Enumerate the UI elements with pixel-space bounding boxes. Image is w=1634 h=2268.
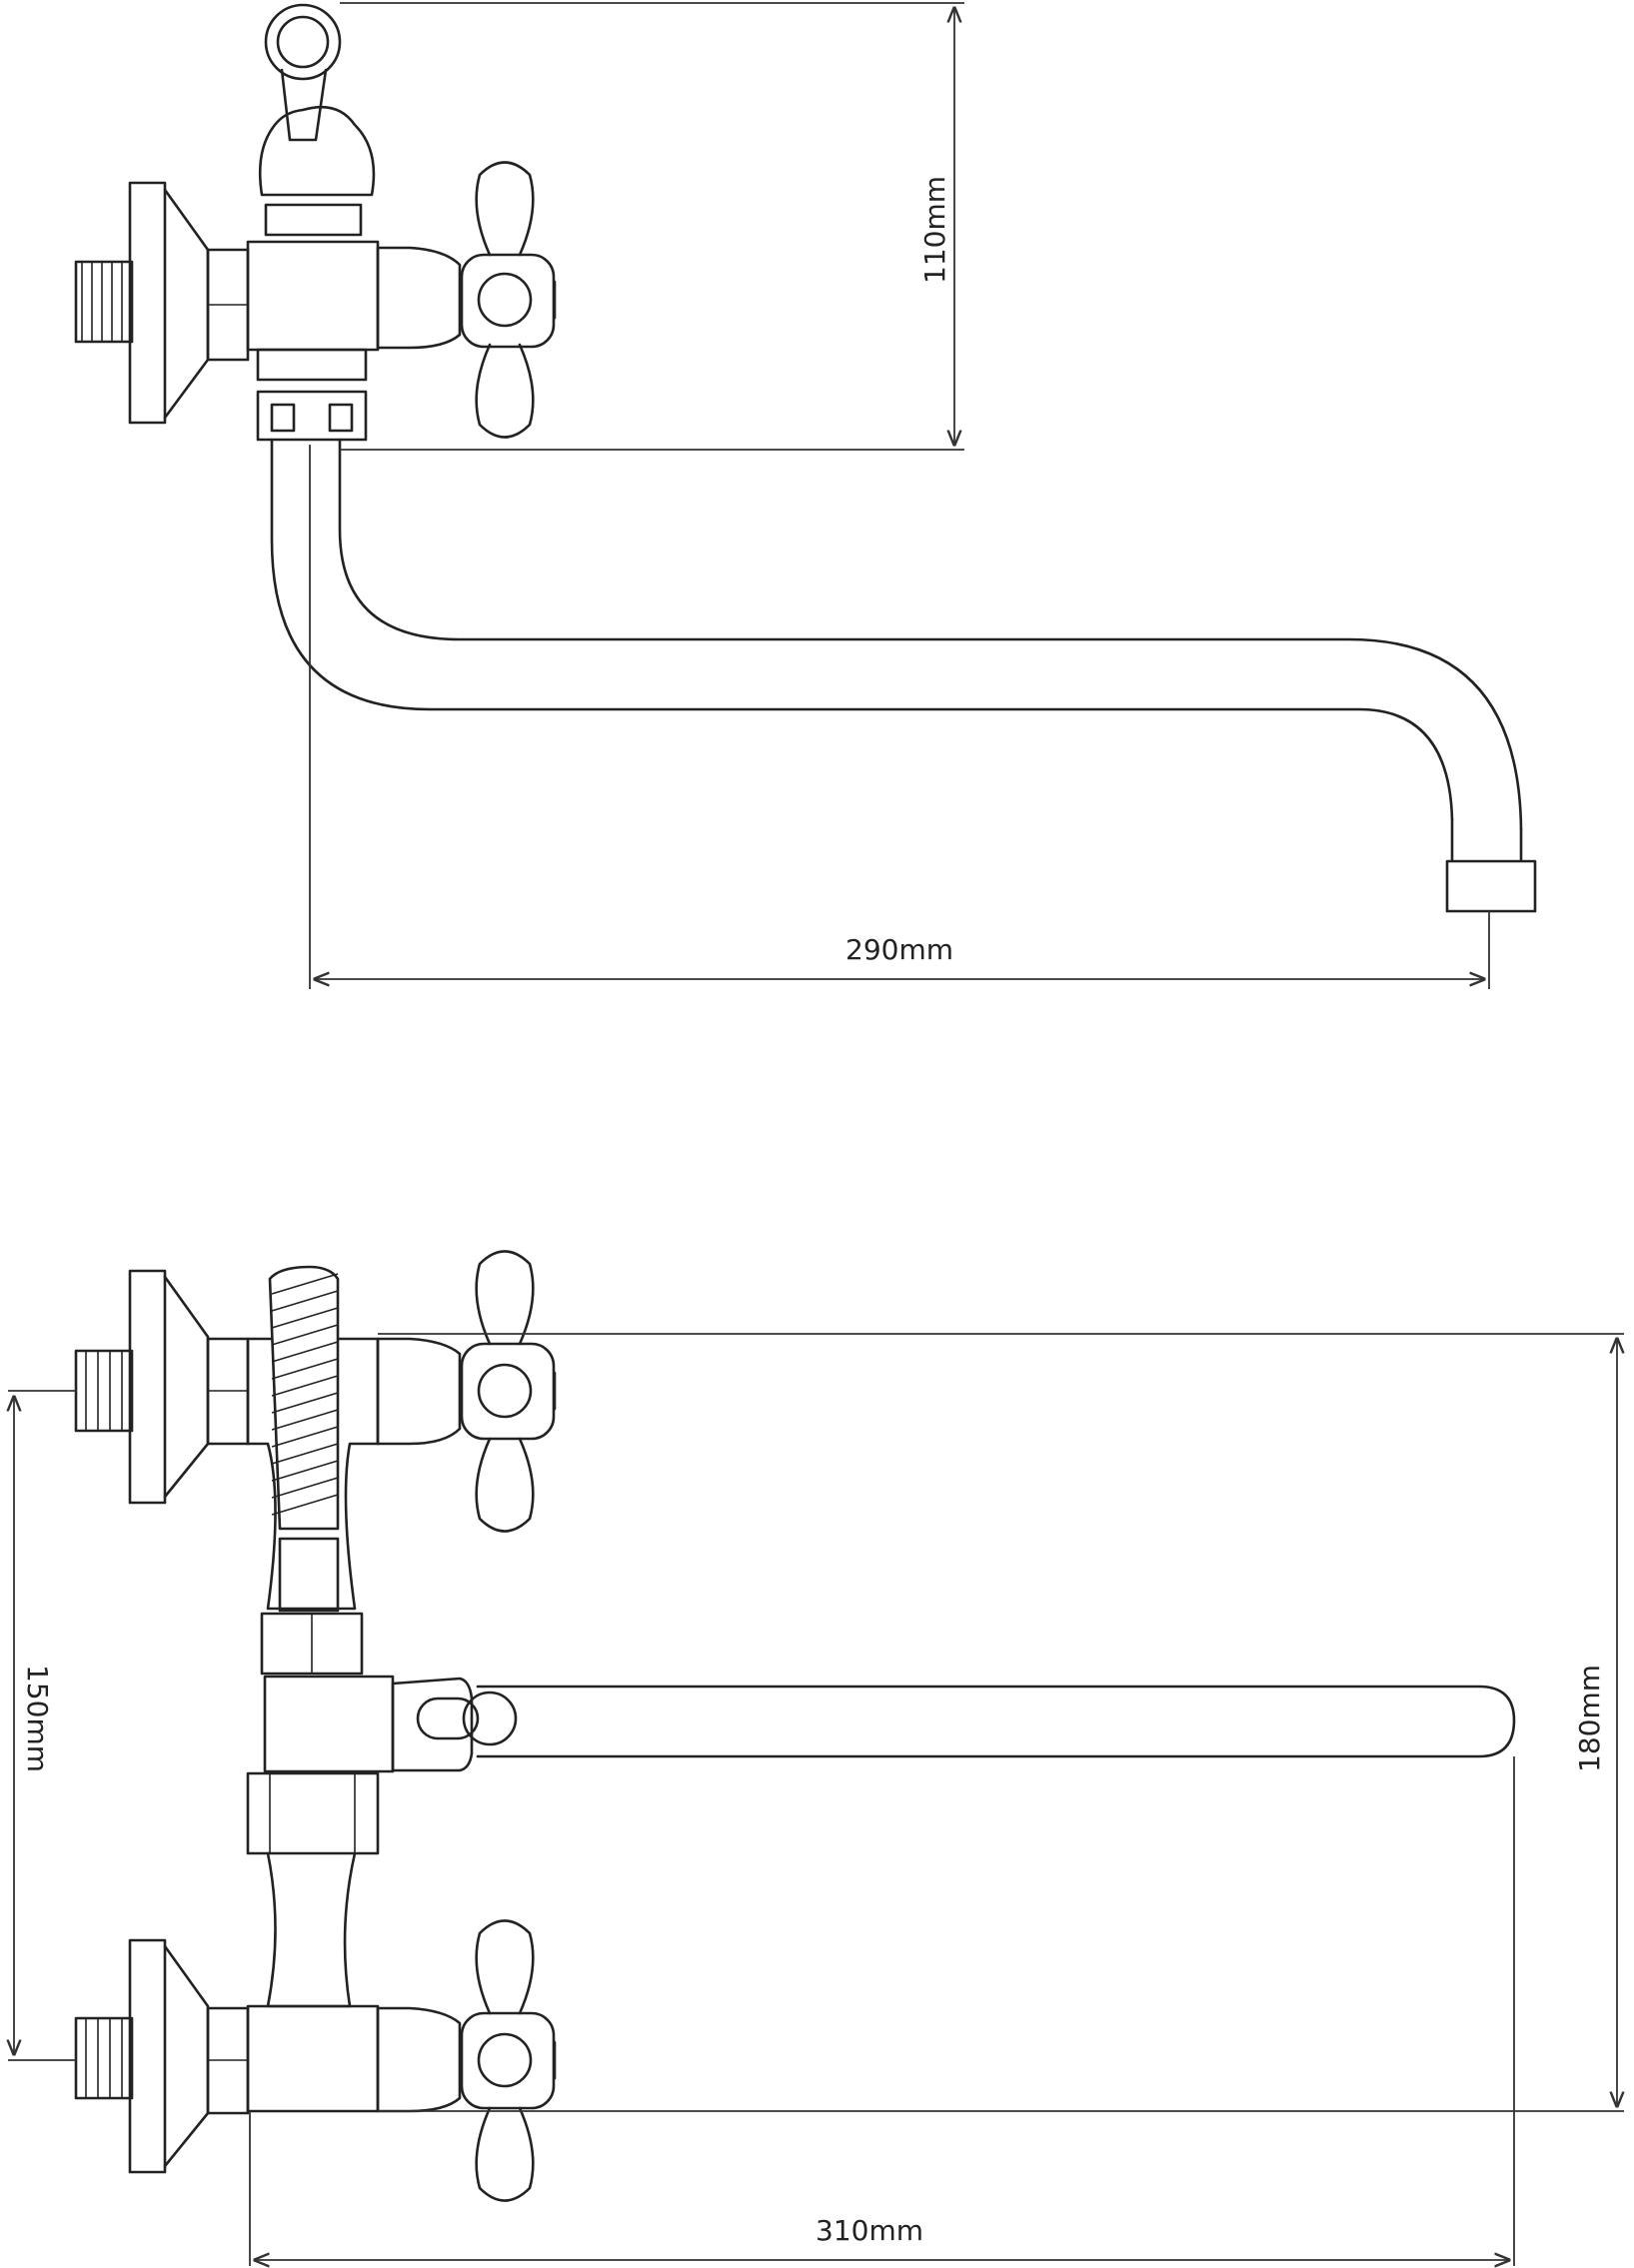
dimension-290mm: 290mm: [309, 445, 1490, 989]
dimension-label-110mm: 110mm: [918, 176, 951, 284]
dimension-150mm: 150mm: [8, 1390, 76, 2061]
front-view-drawing: [74, 1250, 1516, 2202]
central-body: [246, 1265, 395, 2113]
dimension-label-290mm: 290mm: [845, 933, 953, 966]
dimension-label-180mm: 180mm: [1573, 1665, 1606, 1772]
cross-handle-lower: [376, 1919, 557, 2202]
spout-side: [270, 438, 1537, 913]
dimension-310mm: 310mm: [249, 1756, 1515, 2266]
wall-flange-upper: [74, 1269, 250, 1505]
dimension-label-150mm: 150mm: [21, 1665, 54, 1772]
side-view-drawing: [74, 3, 1537, 913]
wall-flange-lower: [74, 1938, 250, 2174]
spout-front: [391, 1677, 1516, 1772]
valve-body-top: [246, 240, 462, 442]
shower-hose-thread: [271, 1273, 339, 1516]
dimension-180mm: 180mm: [378, 1333, 1624, 2112]
wall-flange-top: [74, 181, 250, 425]
cross-handle-upper: [376, 1250, 557, 1533]
dimension-label-310mm: 310mm: [816, 2214, 923, 2247]
dimension-110mm: 110mm: [340, 2, 964, 451]
shower-holder: [258, 3, 376, 237]
cross-handle-top: [460, 161, 557, 439]
